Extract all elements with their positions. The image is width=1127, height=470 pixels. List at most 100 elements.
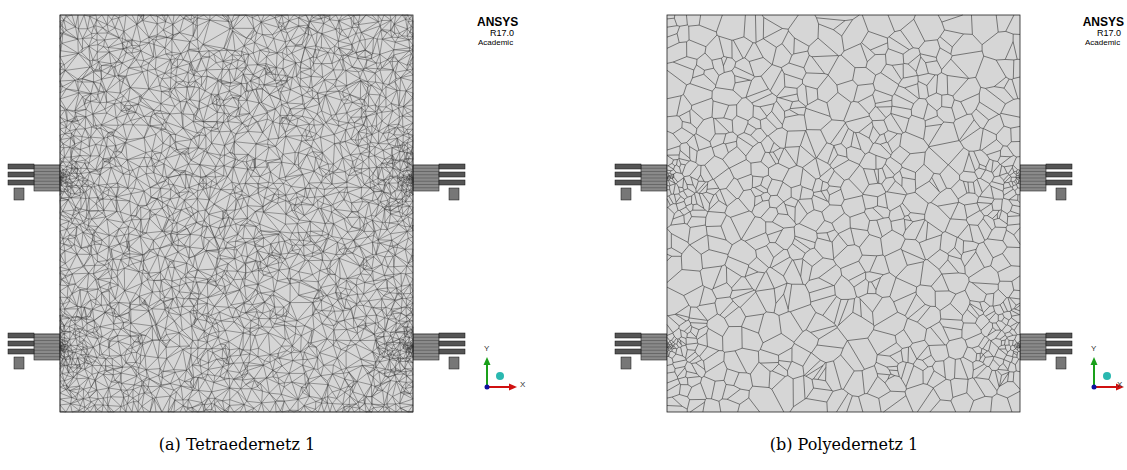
mesh-line	[1020, 168, 1046, 169]
x-axis-head	[509, 384, 517, 391]
license-label: Academic	[478, 39, 513, 48]
subfigure-caption: (a) Tetraedernetz 1	[77, 436, 397, 454]
inlet-fin	[439, 180, 465, 185]
inlet-fin	[1046, 164, 1072, 169]
mesh-line	[641, 171, 667, 172]
mesh-line	[413, 340, 439, 341]
inlet-fin	[439, 333, 465, 338]
inlet-fin	[8, 164, 34, 169]
mesh-line	[413, 334, 439, 335]
axis-label: Y	[1091, 345, 1096, 354]
mesh-line	[1020, 184, 1046, 185]
inlet-fin	[8, 341, 34, 346]
inlet-channel	[1020, 334, 1046, 360]
inlet-fin	[439, 164, 465, 169]
axis-label: Y	[484, 345, 489, 354]
inlet-channel	[413, 334, 439, 360]
inlet-fin	[615, 172, 641, 177]
y-axis-arrow	[1093, 363, 1095, 387]
mesh-line	[413, 356, 439, 357]
mesh-line	[641, 356, 667, 357]
inlet-fin	[8, 180, 34, 185]
mesh-line	[413, 353, 439, 354]
inlet-fin	[439, 172, 465, 177]
mesh-line	[34, 184, 60, 185]
z-axis-dot	[1092, 385, 1097, 390]
z-axis-dot	[485, 385, 490, 390]
mesh-line	[34, 168, 60, 169]
inlet-fin	[1046, 172, 1072, 177]
mesh-line	[1020, 356, 1046, 357]
inlet-stub	[621, 357, 631, 369]
x-axis-arrow	[1094, 386, 1118, 388]
mesh-line	[413, 174, 439, 175]
mesh-domain	[60, 15, 413, 412]
inlet-fin	[615, 333, 641, 338]
mesh-line	[641, 168, 667, 169]
inlet-fin	[439, 349, 465, 354]
view-sphere	[1103, 372, 1111, 380]
inlet-fin	[439, 341, 465, 346]
mesh-line	[1020, 174, 1046, 175]
mesh-line	[413, 337, 439, 338]
mesh-line	[34, 353, 60, 354]
mesh-line	[641, 178, 667, 179]
x-axis-arrow	[487, 386, 511, 388]
mesh-line	[641, 334, 667, 335]
mesh-line	[1020, 340, 1046, 341]
mesh-line	[641, 347, 667, 348]
inlet-stub	[1056, 357, 1066, 369]
domain-border	[60, 15, 413, 412]
mesh-line	[1020, 181, 1046, 182]
mesh-line	[1020, 178, 1046, 179]
mesh-line	[34, 165, 60, 166]
inlet-stub	[621, 188, 631, 200]
mesh-line	[34, 171, 60, 172]
inlet-stub	[14, 188, 24, 200]
mesh-line	[413, 350, 439, 351]
mesh-line	[34, 356, 60, 357]
mesh-line	[1020, 171, 1046, 172]
mesh-line	[641, 174, 667, 175]
mesh-line	[413, 165, 439, 166]
mesh-line	[413, 343, 439, 344]
license-label: Academic	[1085, 39, 1120, 48]
view-sphere	[496, 372, 504, 380]
mesh-line	[34, 350, 60, 351]
mesh-line	[641, 353, 667, 354]
brand-label: ANSYS	[1083, 16, 1124, 29]
inlet-fin	[1046, 333, 1072, 338]
inlet-fin	[8, 333, 34, 338]
mesh-line	[641, 184, 667, 185]
mesh-line	[413, 184, 439, 185]
mesh-line	[34, 343, 60, 344]
mesh-line	[34, 347, 60, 348]
inlet-fin	[1046, 341, 1072, 346]
mesh-line	[1020, 347, 1046, 348]
mesh-panel	[8, 15, 517, 412]
axis-label: X	[1117, 381, 1122, 390]
brand-label: ANSYS	[477, 16, 518, 29]
inlet-channel	[34, 334, 60, 360]
mesh-line	[641, 337, 667, 338]
mesh-line	[1020, 337, 1046, 338]
inlet-stub	[14, 357, 24, 369]
mesh-line	[34, 181, 60, 182]
mesh-line	[641, 187, 667, 188]
mesh-line	[1020, 350, 1046, 351]
inlet-stub	[1056, 188, 1066, 200]
inlet-fin	[8, 349, 34, 354]
mesh-panel	[615, 15, 1124, 412]
inlet-stub	[449, 188, 459, 200]
y-axis-arrow	[486, 363, 488, 387]
mesh-line	[641, 343, 667, 344]
y-axis-head	[484, 357, 491, 365]
domain-border	[667, 15, 1020, 412]
tetra-mesh	[60, 15, 413, 412]
poly-mesh	[667, 15, 1020, 412]
inlet-channel	[413, 165, 439, 191]
inlet-fin	[615, 349, 641, 354]
mesh-line	[641, 165, 667, 166]
mesh-line	[641, 181, 667, 182]
